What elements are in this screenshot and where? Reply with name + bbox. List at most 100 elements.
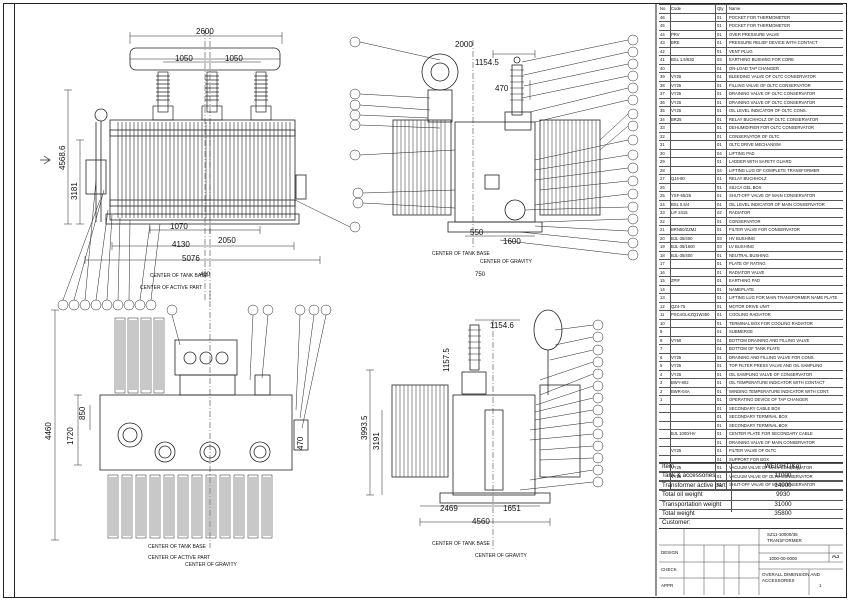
part-qty: 01: [717, 142, 722, 147]
part-code: VY25: [671, 108, 682, 113]
weight-header-item: Item: [662, 463, 675, 470]
part-qty: 01: [717, 465, 722, 470]
part-code: BJL-35/400: [671, 252, 693, 258]
part-code: PSC4GLKZQ1W350: [671, 312, 710, 317]
end-dim-bottom-1: 2469: [440, 504, 458, 513]
part-code: VY25: [671, 448, 682, 453]
part-name: SHUT-OFF VALVE OF MAIN CONSERVATOR: [729, 482, 816, 487]
plan-center-active-label: CENTER OF ACTIVE PART: [148, 555, 211, 561]
part-no: 13: [660, 295, 665, 300]
part-qty: 01: [717, 193, 722, 198]
part-name: LIFTING LUG OF COMPLETE TRANSFORMER: [729, 167, 820, 173]
weight-value: 35800: [774, 509, 792, 517]
part-qty: 01: [717, 252, 722, 258]
part-no: 14: [660, 286, 665, 292]
part-name: COOLING RADIATOR: [729, 312, 771, 317]
title-drawing-title-2: ACCESSORIES: [762, 578, 795, 583]
part-qty: 01: [717, 380, 722, 385]
weight-value: 9930: [776, 491, 790, 499]
part-qty: 01: [717, 371, 722, 377]
side-dim-bushing: 470: [495, 84, 509, 93]
part-name: TOP FILTER PRESS VALVE AND OIL SAMPLING: [729, 363, 823, 368]
part-code: VY25: [671, 99, 682, 105]
part-code: BWY-802: [671, 380, 689, 385]
part-no: 6: [660, 354, 663, 360]
part-qty: 01: [717, 388, 722, 394]
part-qty: 01: [717, 159, 722, 164]
part-code: VY25: [671, 473, 682, 479]
end-center-tank-label: CENTER OF TANK BASE: [432, 541, 490, 547]
part-code: VY25: [671, 465, 682, 470]
part-no: 9: [660, 329, 663, 334]
part-name: NAMEPLATE: [729, 286, 755, 292]
weight-value: 11000: [774, 472, 792, 480]
weight-header: Item WEIGHT(Kg): [659, 462, 843, 473]
side-dim-bottom-1: 550: [470, 228, 484, 237]
part-no: 32: [660, 133, 665, 139]
part-name: OPERATING DEVICE OF TAP CHANGER: [729, 397, 809, 402]
part-name: DRAINING VALVE OF OLTC CONSERVATOR: [729, 91, 816, 96]
part-name: RADIATOR VALVE: [729, 269, 765, 275]
part-name: TERMINAL BOX FOR COOLING RADIATOR: [729, 320, 813, 326]
part-name: VENT PLUG: [729, 48, 753, 54]
part-qty: 01: [717, 363, 722, 368]
end-dim-height-total: 3993.5: [360, 415, 369, 440]
plan-dim-inner: 850: [78, 406, 87, 420]
part-qty: 01: [717, 439, 722, 445]
part-no: 11: [660, 312, 665, 317]
inner-frame: [14, 3, 847, 598]
part-qty: 01: [717, 40, 722, 45]
front-dim-misc: 400: [200, 272, 211, 278]
part-qty: 01: [717, 176, 722, 181]
part-code: BRE: [671, 40, 680, 45]
plan-dim-tank: 1720: [66, 427, 75, 445]
part-code: VY25: [671, 82, 682, 88]
part-name: DEHUMIDIFIER FOR OLTC CONSERVATOR: [729, 125, 814, 130]
part-qty: 01: [717, 14, 722, 20]
part-name: DRAINING VALVE OF MAIN CONSERVATOR: [729, 439, 815, 445]
part-qty: 01: [717, 456, 722, 462]
part-qty: 01: [717, 261, 722, 266]
part-qty: 04: [717, 167, 722, 173]
part-name: OLTC DRIVE MECHANISM: [729, 142, 781, 147]
part-qty: 01: [717, 329, 722, 334]
part-no: 35: [660, 108, 665, 113]
part-no: 43: [660, 40, 665, 45]
part-name: EARTHING PAD: [729, 278, 761, 283]
plan-view: [51, 290, 332, 548]
part-code: BWR-04A: [671, 388, 690, 394]
part-qty: 01: [717, 48, 722, 54]
part-qty: 03: [717, 57, 722, 62]
part-code: YSF-55/25: [671, 193, 692, 198]
part-name: RELAY BUCHHOLZ OF OLTC CONSERVATOR: [729, 116, 819, 122]
part-name: OIL LEVEL INDICATOR OF MAIN CONSERVATOR: [729, 201, 825, 207]
part-code: VY25: [671, 91, 682, 96]
title-row-check: CHECK: [661, 567, 677, 572]
part-name: SUBMERGE: [729, 329, 753, 334]
part-qty: 04: [717, 150, 722, 156]
part-name: OVER PRESSURE VALVE: [729, 31, 780, 37]
